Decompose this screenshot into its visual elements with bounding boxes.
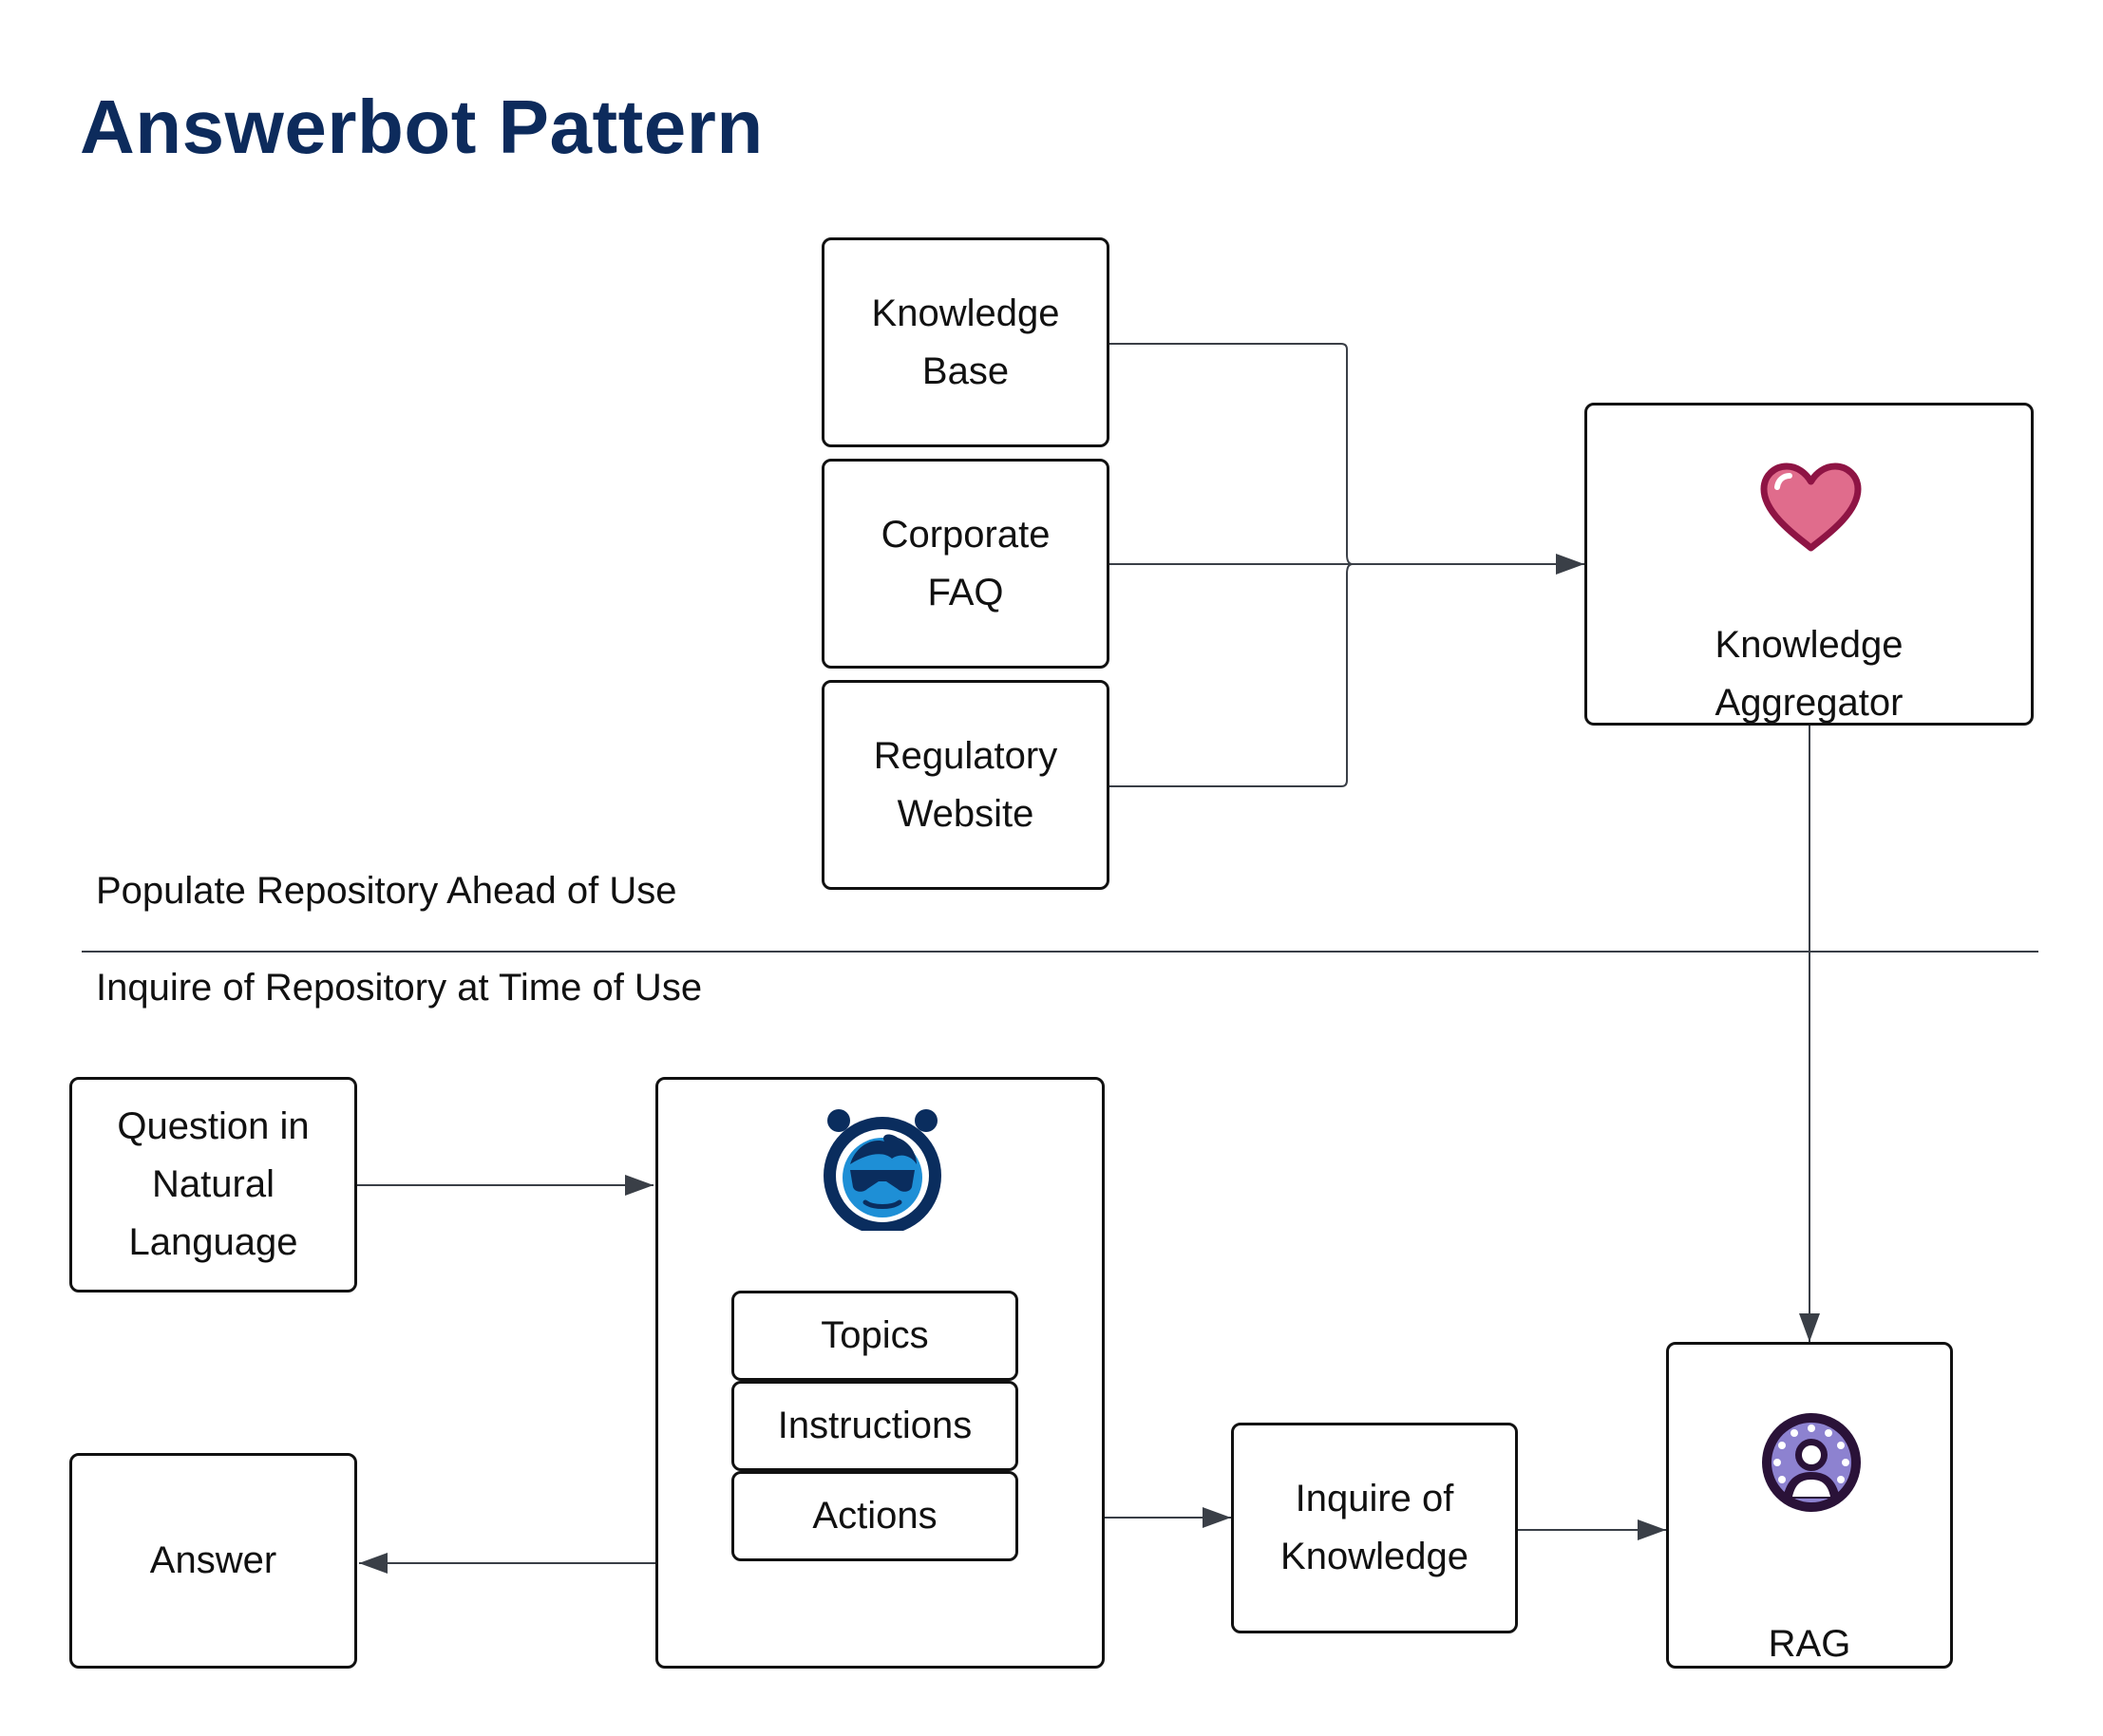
corporate-faq-node[interactable]: Corporate FAQ	[822, 459, 1109, 669]
page-title: Answerbot Pattern	[80, 85, 764, 169]
answer-label: Answer	[149, 1539, 277, 1581]
knowledge-base-node[interactable]: Knowledge Base	[822, 237, 1109, 447]
regulatory-website-label: Regulatory Website	[873, 734, 1058, 835]
answerbot-node[interactable]	[655, 1077, 1105, 1669]
actions-label: Actions	[812, 1495, 938, 1537]
rag-person-icon	[1762, 1413, 1861, 1512]
instructions-item[interactable]: Instructions	[731, 1381, 1018, 1471]
rag-label: RAG	[1768, 1623, 1851, 1665]
corporate-faq-label: Corporate FAQ	[881, 513, 1051, 613]
inquire-knowledge-label: Inquire of Knowledge	[1280, 1478, 1468, 1577]
inquire-knowledge-node[interactable]: Inquire of Knowledge	[1231, 1423, 1518, 1633]
section-label-inquire: Inquire of Repository at Time of Use	[96, 967, 703, 1009]
question-node[interactable]: Question in Natural Language	[69, 1077, 357, 1293]
knowledge-aggregator-node[interactable]: Knowledge Aggregator	[1584, 403, 2034, 726]
rag-node[interactable]: RAG	[1666, 1342, 1953, 1669]
knowledge-base-label: Knowledge Base	[871, 292, 1060, 392]
topics-label: Topics	[821, 1314, 929, 1356]
connector-regulatory-website	[1109, 563, 1354, 787]
bot-avatar-icon	[824, 1109, 941, 1231]
actions-item[interactable]: Actions	[731, 1471, 1018, 1561]
question-label: Question in Natural Language	[117, 1105, 310, 1263]
knowledge-aggregator-label: Knowledge Aggregator	[1715, 624, 1904, 724]
regulatory-website-node[interactable]: Regulatory Website	[822, 680, 1109, 890]
answer-node[interactable]: Answer	[69, 1453, 357, 1669]
heart-icon	[1760, 462, 1862, 552]
instructions-label: Instructions	[777, 1405, 973, 1446]
connector-knowledge-base	[1109, 343, 1354, 565]
topics-item[interactable]: Topics	[731, 1291, 1018, 1381]
section-label-populate: Populate Repository Ahead of Use	[96, 870, 677, 912]
